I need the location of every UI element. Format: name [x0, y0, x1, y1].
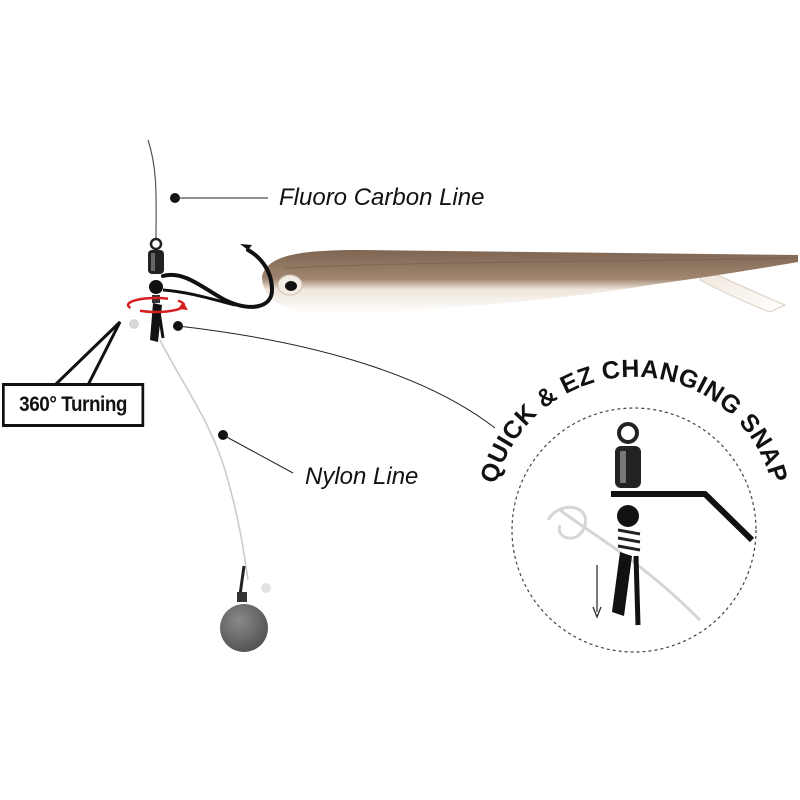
sinker [220, 565, 271, 652]
nylon-line [159, 339, 249, 581]
hook [161, 248, 275, 309]
turning-label: 360° Turning [19, 393, 128, 416]
snap-detail [511, 407, 757, 653]
down-arrow-icon [592, 565, 602, 619]
turning-pointer [53, 320, 122, 387]
lure-body [262, 250, 798, 314]
turning-label-box: 360° Turning [2, 383, 145, 427]
callouts [170, 193, 496, 474]
rotation-arrow-icon [126, 296, 188, 314]
lure-tail [699, 267, 787, 313]
fluoro-carbon-line [147, 139, 157, 241]
swivel-snap [148, 237, 165, 342]
fluoro-carbon-line-label: Fluoro Carbon Line [279, 184, 485, 211]
nylon-line-label: Nylon Line [305, 463, 419, 490]
lure [262, 250, 799, 314]
